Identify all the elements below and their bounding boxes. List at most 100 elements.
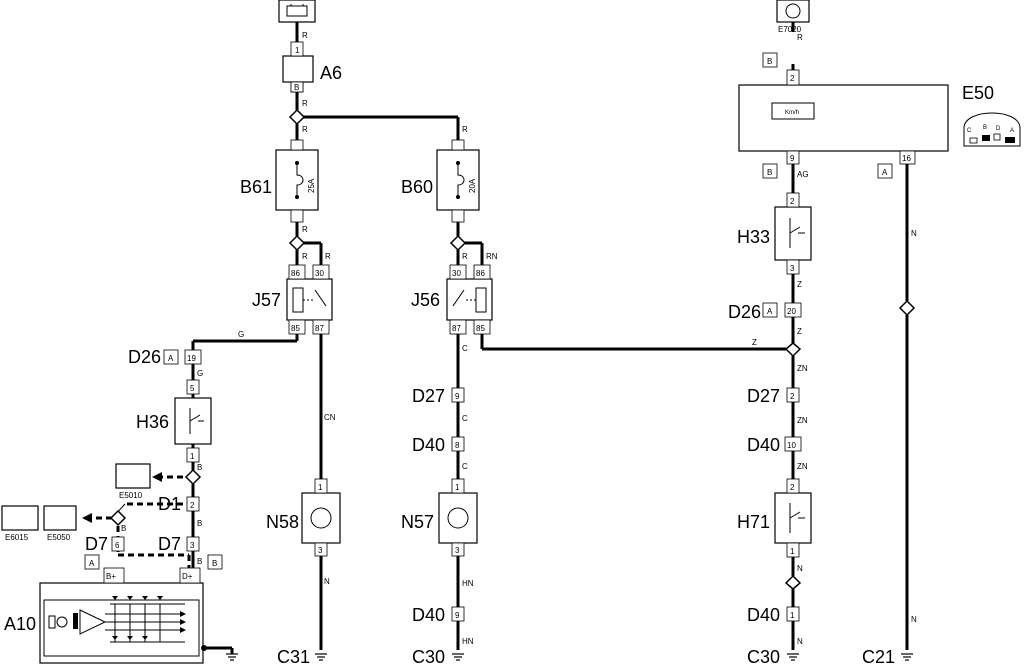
label-n57: N57 — [401, 512, 434, 532]
tag-a: A — [882, 168, 888, 177]
label-b61: B61 — [240, 177, 272, 197]
pin-number: 1 — [295, 46, 300, 55]
label-a10: A10 — [4, 614, 36, 634]
tag-b: B — [767, 168, 772, 177]
arrow-left-e5010 — [152, 472, 162, 482]
pin-number: 2 — [790, 74, 795, 83]
label-d1: D1 — [158, 494, 181, 514]
tag-b: B — [212, 559, 217, 568]
pin-number: 3 — [318, 546, 323, 555]
wire-code: N — [797, 637, 803, 646]
pin-number: 3 — [455, 546, 460, 555]
alternator-a10 — [39, 582, 204, 664]
rating-b60: 20A — [468, 178, 477, 193]
label-h71: H71 — [737, 512, 770, 532]
label-d40-mid-low: D40 — [412, 605, 445, 625]
wire-code: B — [121, 524, 126, 533]
tag-a: A — [168, 354, 174, 363]
label-d40-right: D40 — [747, 435, 780, 455]
pin-number: 9 — [455, 611, 460, 620]
glow-lamp-icon — [1, 505, 39, 531]
pin-number: 3 — [790, 264, 795, 273]
wire-code: G — [197, 369, 203, 378]
wire-code: R — [462, 125, 468, 134]
ground-symbol — [901, 653, 913, 661]
wire-code: R — [462, 252, 468, 261]
arrow-left-e6015 — [82, 513, 92, 523]
ground-symbol — [226, 653, 238, 661]
pin-number: 87 — [315, 324, 324, 333]
label-d27-right: D27 — [747, 386, 780, 406]
wire-code: R — [302, 99, 308, 108]
ground-symbols — [226, 653, 913, 661]
junction-diamond — [784, 574, 802, 590]
e50-display-text: Km/h — [785, 110, 799, 116]
junction-diamond — [184, 468, 202, 486]
label-j56: J56 — [411, 290, 440, 310]
pin-number: 8 — [455, 441, 460, 450]
pin-number: 10 — [787, 441, 796, 450]
tag-a: A — [767, 307, 773, 316]
wire-color-codes: R R R R R R R R RN G G B B B B CN N C C … — [121, 31, 917, 646]
battery-icon — [278, 0, 316, 23]
pin-number: D+ — [182, 572, 193, 581]
wire-code: AG — [797, 170, 809, 179]
gauge-letter: A — [1010, 128, 1014, 134]
wire-code: HN — [462, 637, 474, 646]
cluster-e50 — [738, 84, 949, 152]
label-d40-mid: D40 — [412, 435, 445, 455]
component-internals — [43, 3, 815, 657]
label-c30-right: C30 — [747, 647, 780, 666]
wire-code: N — [911, 615, 917, 624]
tag-a: A — [89, 559, 95, 568]
switch-h33 — [774, 206, 812, 261]
wire-code: R — [797, 33, 803, 42]
pin-number: 3 — [190, 541, 195, 550]
pin-boxes — [103, 41, 916, 622]
motor-n57 — [438, 492, 478, 544]
component-a6 — [282, 55, 314, 83]
connector-tags — [84, 52, 893, 570]
diode-bridge — [105, 603, 185, 643]
label-d40-right-low: D40 — [747, 605, 780, 625]
labels: A6 B61 B60 J57 J56 E50 H33 D26 D26 H36 D… — [4, 25, 1014, 666]
label-h33: H33 — [737, 227, 770, 247]
label-e50: E50 — [962, 83, 994, 103]
pin-number: 9 — [455, 392, 460, 401]
pin-number: 2 — [790, 392, 795, 401]
wire-code: N — [324, 577, 330, 586]
rating-b61: 25A — [307, 178, 316, 193]
label-d27-mid: D27 — [412, 386, 445, 406]
ground-symbol — [452, 653, 464, 661]
wire-code: N — [797, 564, 803, 573]
pin-number: 1 — [190, 452, 195, 461]
switch-h71 — [774, 492, 812, 544]
pin-number: 85 — [476, 324, 485, 333]
junction-diamond — [784, 342, 802, 358]
pin-numbers: 1 86 30 85 87 30 86 87 85 19 5 1 2 3 6 1… — [106, 46, 911, 620]
label-d26-right: D26 — [728, 302, 761, 322]
wire-code: HN — [462, 579, 474, 588]
junction-diamond — [898, 299, 916, 317]
gauge-icon — [963, 112, 1021, 147]
junctions — [109, 108, 916, 590]
pin-number: 1 — [790, 611, 795, 620]
tag-b: B — [294, 83, 299, 92]
label-d7-b: D7 — [158, 534, 181, 554]
gauge-letters: C B D A — [967, 125, 1014, 134]
wire-code: C — [462, 344, 468, 353]
wire-code: N — [911, 229, 917, 238]
pin-number: 2 — [190, 501, 195, 510]
tag-b: B — [767, 57, 772, 66]
junction-diamond — [288, 108, 306, 126]
components — [1, 0, 949, 664]
pin-number: B+ — [106, 572, 116, 581]
pin-number: 1 — [790, 547, 795, 556]
wire-code: ZN — [797, 462, 808, 471]
ground-symbol — [315, 653, 327, 661]
pin-number: 85 — [291, 324, 300, 333]
pin-number: 1 — [455, 483, 460, 492]
pin-number: 30 — [315, 269, 324, 278]
